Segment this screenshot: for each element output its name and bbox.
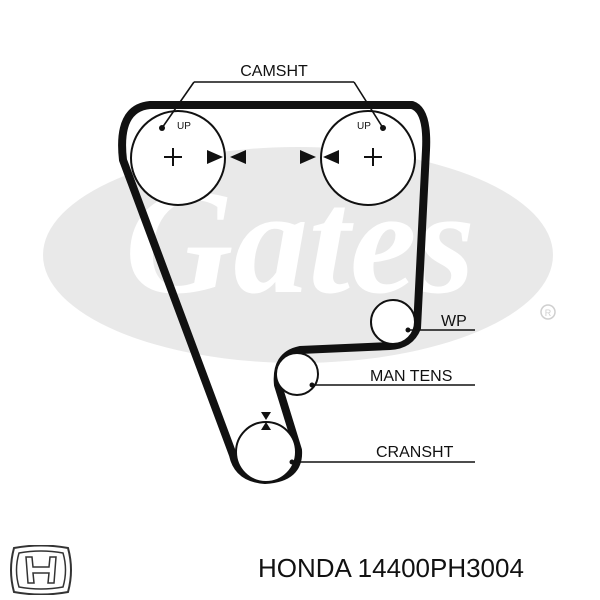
camshaft-label: CAMSHT <box>240 63 308 80</box>
water-pump-label: WP <box>441 313 467 330</box>
cam-timing-marks <box>207 150 339 164</box>
tensioner-label: MAN TENS <box>370 368 452 385</box>
water-pump-pulley <box>370 299 416 345</box>
crankshaft-pulley <box>235 421 297 483</box>
honda-h-logo-icon <box>10 545 72 595</box>
crankshaft-label: CRANSHT <box>376 444 454 461</box>
registered-mark-icon <box>540 304 556 320</box>
left-up-label: UP <box>177 121 191 132</box>
tensioner-pulley <box>275 352 319 396</box>
part-caption: HONDA 14400PH3004 <box>258 553 524 583</box>
camshaft-leader <box>161 81 384 129</box>
gates-watermark: Gates R <box>43 147 556 363</box>
svg-text:R: R <box>545 308 552 318</box>
right-up-label: UP <box>357 121 371 132</box>
